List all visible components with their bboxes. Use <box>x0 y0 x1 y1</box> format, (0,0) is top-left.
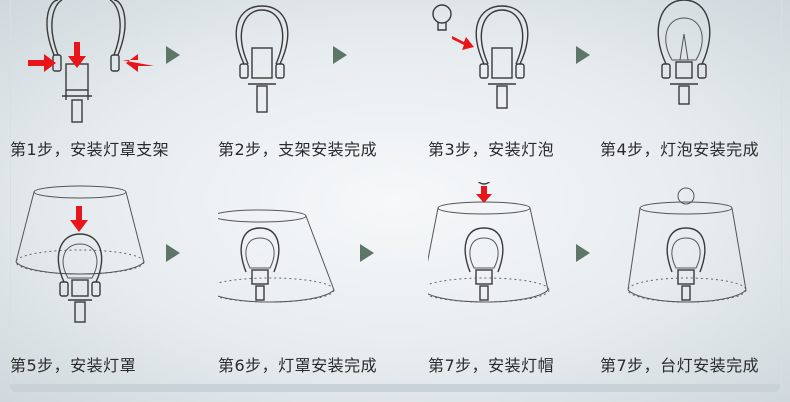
step-8-illustration <box>627 187 747 303</box>
step-3-illustration <box>432 4 529 109</box>
bottom-bar <box>10 384 780 392</box>
step-caption: 第5步，安装灯罩 <box>10 356 137 375</box>
step-5: 第5步，安装灯罩 <box>10 182 190 375</box>
step-7-illustration <box>428 182 550 303</box>
step-4: 第4步，灯泡安装完成 <box>600 0 780 182</box>
diagram-frame <box>10 0 782 392</box>
step-6: 第6步，灯罩安装完成 <box>218 182 398 375</box>
next-arrow <box>576 244 590 262</box>
next-arrow <box>333 46 347 64</box>
step-2: 第2步，支架安装完成 <box>218 0 398 182</box>
step-1-illustration <box>28 0 154 123</box>
step-4-illustration <box>657 0 711 105</box>
step-2-illustration <box>235 5 289 113</box>
next-arrow <box>166 244 180 262</box>
next-arrow <box>166 46 180 64</box>
step-caption: 第4步，灯泡安装完成 <box>600 140 760 159</box>
next-arrow <box>360 244 374 262</box>
step-caption: 第3步，安装灯泡 <box>428 140 555 159</box>
next-arrow <box>576 46 590 64</box>
step-8: 第7步，台灯安装完成 <box>600 182 780 375</box>
step-caption: 第2步，支架安装完成 <box>218 140 378 159</box>
step-caption: 第1步，安装灯罩支架 <box>10 140 170 159</box>
step-7: 第7步，安装灯帽 <box>428 182 608 375</box>
step-6-illustration <box>218 209 335 303</box>
step-3: 第3步，安装灯泡 <box>428 0 608 182</box>
step-caption: 第6步，灯罩安装完成 <box>218 356 378 375</box>
step-5-illustration <box>15 185 145 323</box>
step-caption: 第7步，台灯安装完成 <box>600 356 760 375</box>
step-caption: 第7步，安装灯帽 <box>428 356 555 375</box>
step-1: 第1步，安装灯罩支架 <box>10 0 190 182</box>
